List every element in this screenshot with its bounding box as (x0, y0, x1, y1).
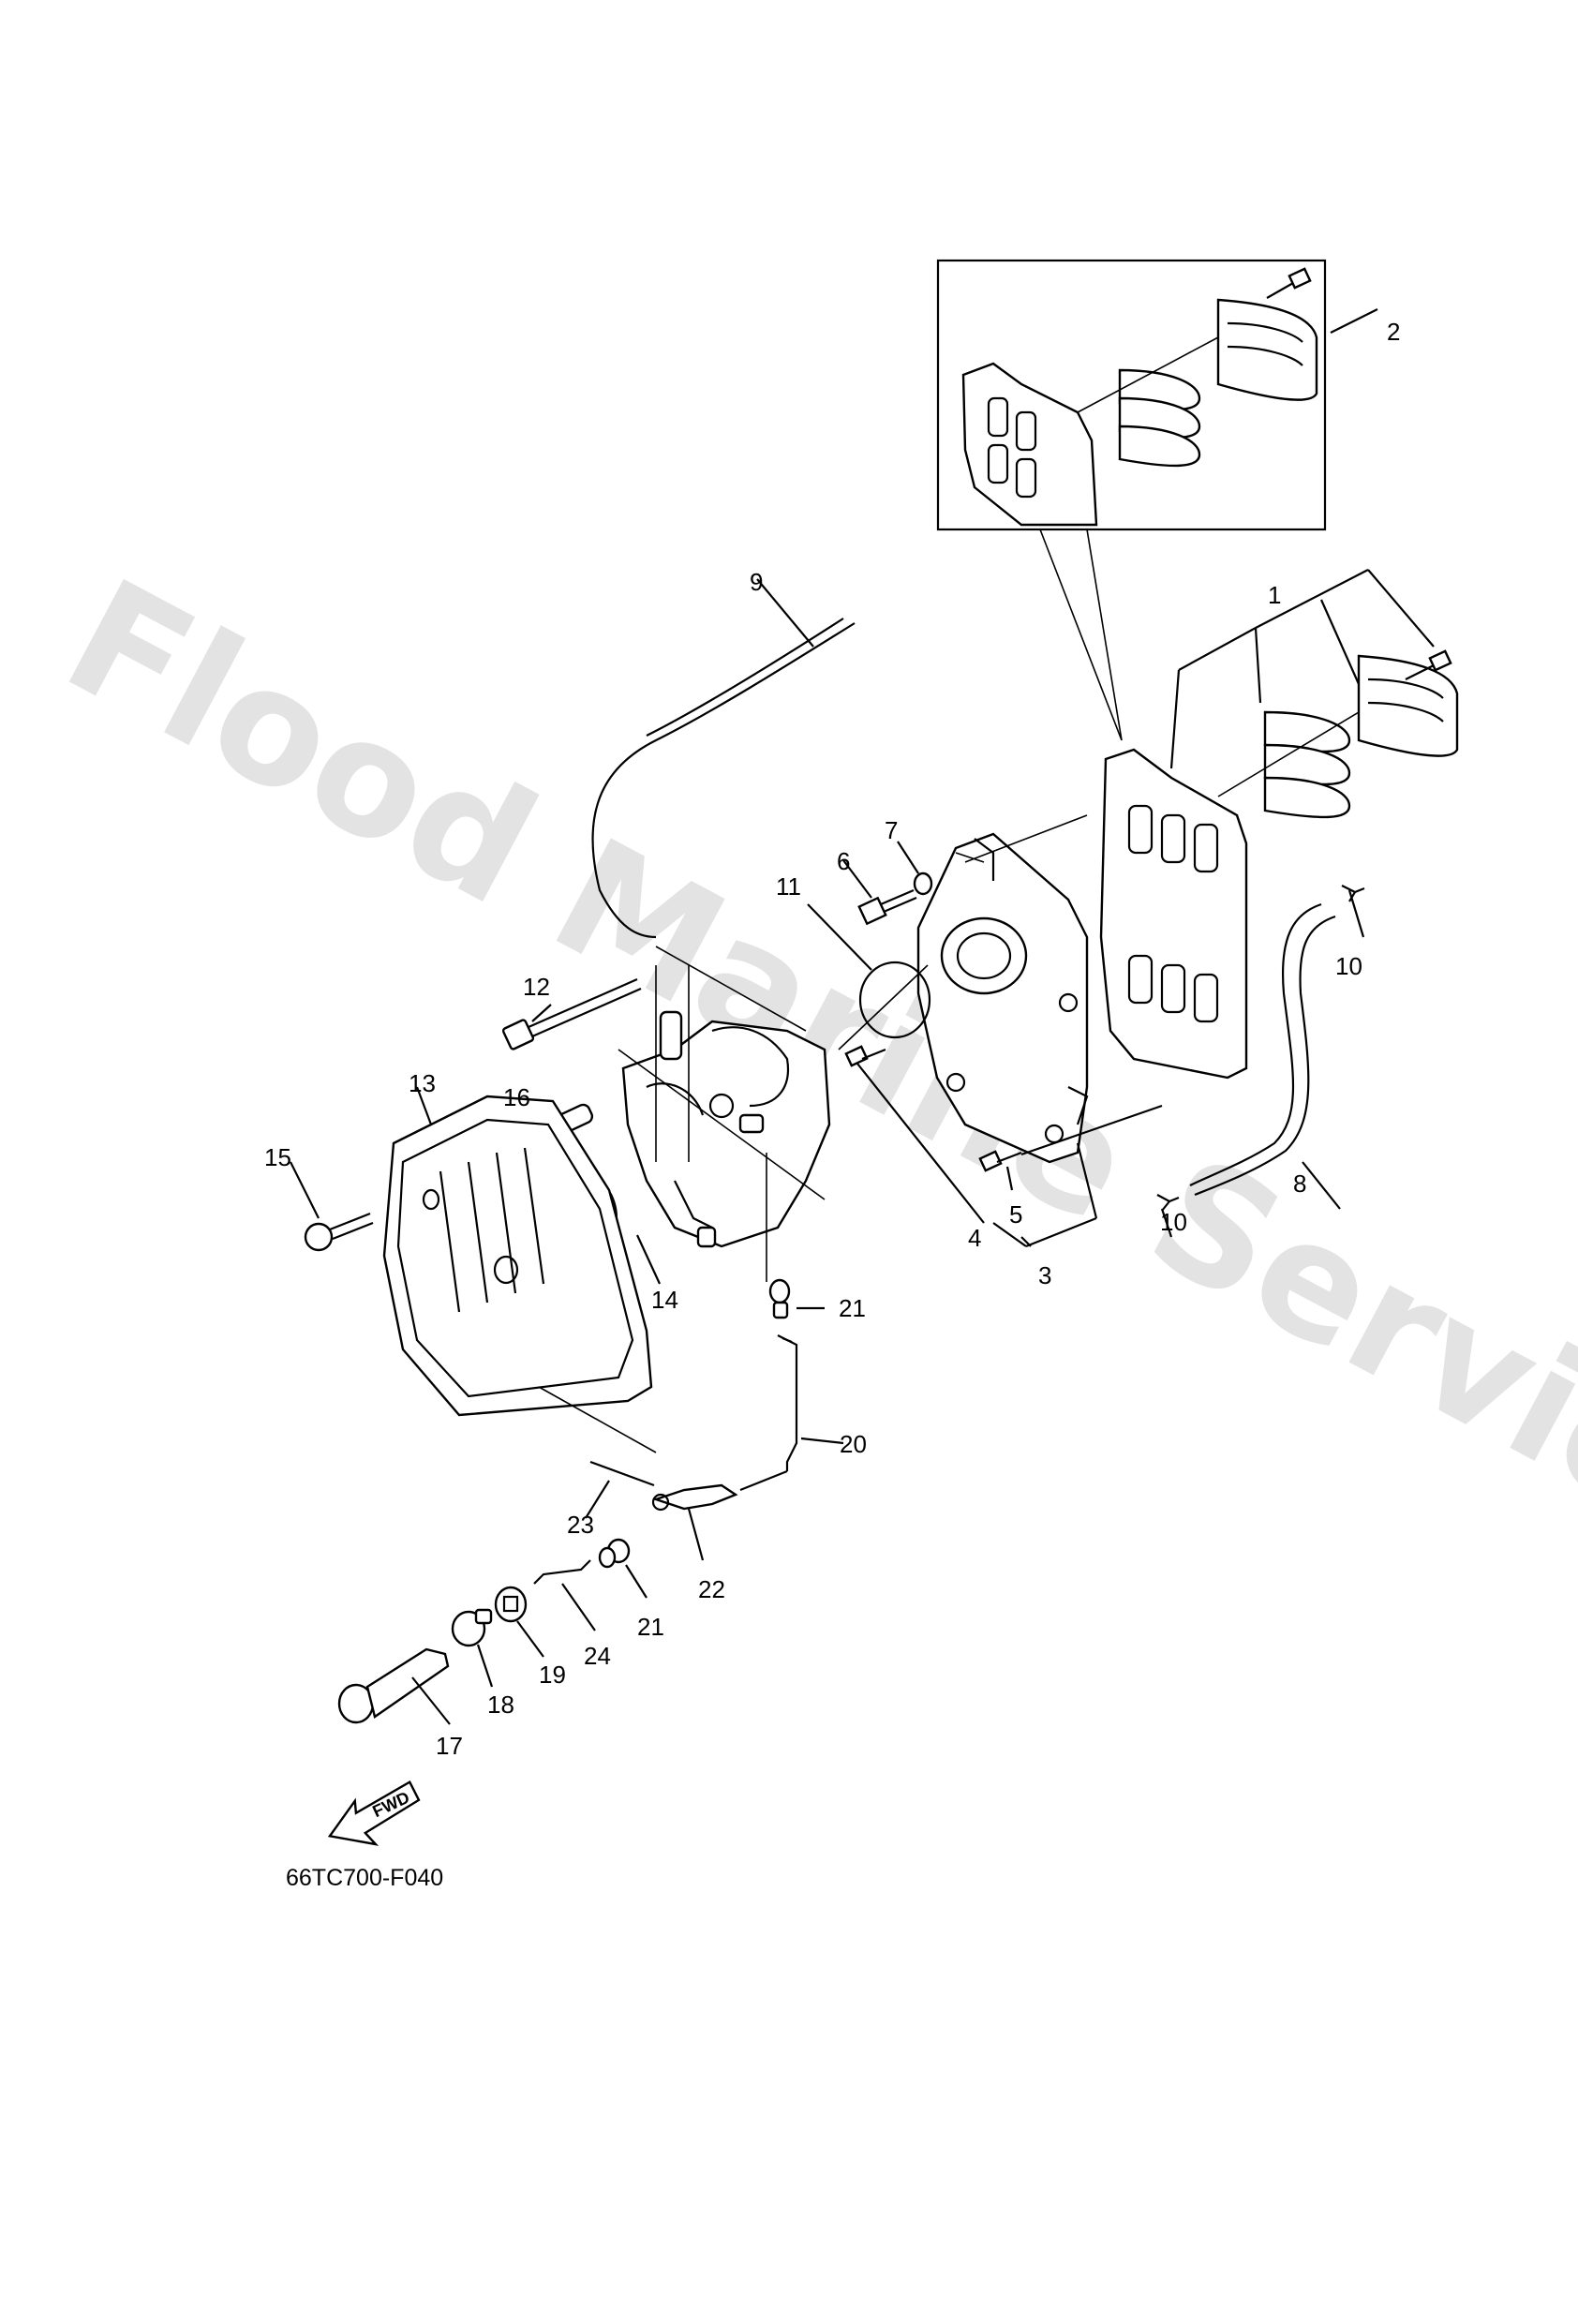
part-label-8: 8 (1293, 1169, 1306, 1198)
washer-7 (897, 841, 933, 896)
part-label-18: 18 (487, 1691, 514, 1719)
part-label-2: 2 (1387, 318, 1400, 346)
collar-19 (494, 1586, 544, 1658)
part-label-1: 1 (1268, 581, 1281, 609)
part-labels: 1 2 3 4 5 6 7 8 9 10 10 11 12 13 14 15 1… (264, 318, 1400, 1760)
forward-arrow-icon: FWD (327, 1780, 421, 1846)
bolt-5 (978, 1104, 1163, 1248)
part-label-24: 24 (584, 1642, 611, 1670)
inset-detail-box (936, 259, 1378, 741)
intake-manifold (916, 814, 1089, 1164)
part-label-7: 7 (885, 816, 898, 844)
part-label-6: 6 (837, 847, 850, 875)
choke-rod-20 (739, 1334, 844, 1492)
part-label-20: 20 (840, 1430, 867, 1458)
part-label-22: 22 (698, 1575, 725, 1603)
screw-4 (844, 1045, 985, 1224)
part-label-23: 23 (567, 1511, 594, 1539)
part-label-14: 14 (651, 1286, 678, 1314)
part-label-15: 15 (264, 1143, 291, 1171)
pin-23 (585, 1460, 655, 1519)
part-label-12: 12 (523, 973, 550, 1001)
diagram-code: 66TC700-F040 (286, 1865, 443, 1891)
choke-knob-17 (337, 1647, 451, 1725)
carburetor (618, 965, 831, 1248)
part-label-3: 3 (1038, 1261, 1051, 1289)
bolt-15 (290, 1161, 374, 1252)
rod-24 (533, 1559, 596, 1631)
part-label-21-lower: 21 (637, 1613, 664, 1641)
part-label-10-lower: 10 (1160, 1208, 1187, 1236)
part-label-4: 4 (968, 1224, 981, 1252)
silencer-cover-13 (382, 1086, 657, 1453)
part-label-16: 16 (503, 1083, 530, 1111)
part-label-9: 9 (750, 568, 763, 596)
part-label-19: 19 (539, 1661, 566, 1689)
grommet-18 (451, 1608, 494, 1688)
fuel-hose-8 (1156, 885, 1365, 1238)
part-label-13: 13 (409, 1069, 436, 1097)
fuel-hose-9 (591, 578, 856, 1032)
bolt-6 (842, 859, 917, 926)
gasket-11 (807, 903, 931, 1050)
part-label-5: 5 (1009, 1200, 1022, 1229)
bolt-12 (501, 977, 642, 1050)
part-label-17: 17 (436, 1732, 463, 1760)
reed-valve-assembly (1099, 569, 1459, 1080)
part-label-11: 11 (776, 872, 801, 901)
choke-lever-22 (651, 1483, 738, 1561)
part-label-10-upper: 10 (1335, 952, 1362, 980)
part-label-21-upper: 21 (839, 1294, 866, 1322)
clip-21-upper (766, 1153, 825, 1319)
clip-21-lower (598, 1538, 648, 1599)
